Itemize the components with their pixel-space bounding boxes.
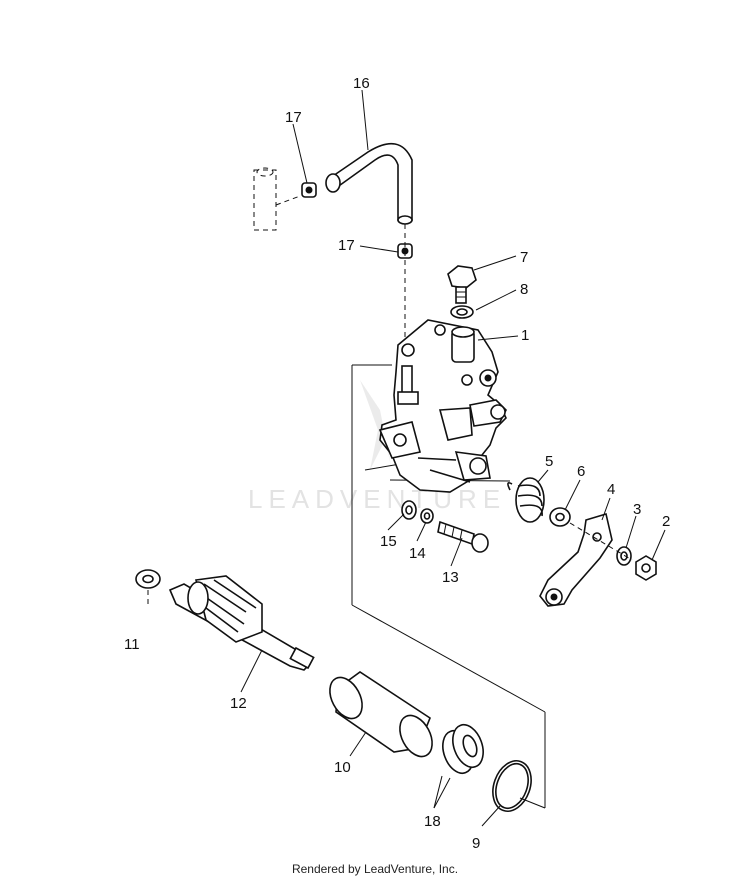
callout-8: 8 bbox=[520, 281, 528, 298]
screw-part-13 bbox=[437, 520, 489, 553]
callout-11: 11 bbox=[124, 636, 140, 653]
snap-ring-part-9 bbox=[492, 760, 532, 812]
callout-7: 7 bbox=[520, 249, 528, 266]
lever-part-4 bbox=[539, 512, 613, 607]
washer-part-14 bbox=[420, 508, 434, 524]
callout-18: 18 bbox=[424, 813, 441, 830]
watermark-logo bbox=[360, 380, 392, 470]
hose-part-16 bbox=[325, 142, 413, 225]
callout-14: 14 bbox=[409, 545, 426, 562]
leader-lines bbox=[240, 89, 666, 827]
callout-12: 12 bbox=[230, 695, 247, 712]
washer-part-6 bbox=[549, 507, 571, 527]
callout-10: 10 bbox=[334, 759, 351, 776]
ghost-fitting bbox=[253, 167, 301, 231]
callout-15: 15 bbox=[380, 533, 397, 550]
sleeve-part-10 bbox=[329, 671, 433, 758]
callout-9: 9 bbox=[472, 835, 480, 852]
callout-13: 13 bbox=[442, 569, 459, 586]
callout-3: 3 bbox=[633, 501, 641, 518]
callout-6: 6 bbox=[577, 463, 585, 480]
callout-16: 16 bbox=[353, 75, 370, 92]
callout-1: 1 bbox=[521, 327, 529, 344]
callout-17-upper: 17 bbox=[285, 109, 302, 126]
callout-5: 5 bbox=[545, 453, 553, 470]
washer-part-15 bbox=[401, 500, 417, 520]
callouts: 16 17 17 7 8 1 5 6 4 3 2 15 14 13 11 12 … bbox=[124, 75, 670, 852]
footer-credit: Rendered by LeadVenture, Inc. bbox=[291, 862, 459, 876]
seal-part-18 bbox=[442, 723, 484, 775]
hose-clamp-part-17-upper bbox=[301, 182, 317, 198]
lever-axis-line bbox=[569, 522, 633, 561]
watermark-text: LEADVENTURE bbox=[248, 484, 506, 514]
callout-2: 2 bbox=[662, 513, 670, 530]
oil-pump-body-part-1 bbox=[378, 319, 507, 493]
washer-part-8 bbox=[450, 305, 474, 319]
banjo-bolt-part-7 bbox=[447, 265, 477, 304]
nut-part-2 bbox=[635, 555, 657, 581]
callout-4: 4 bbox=[607, 481, 615, 498]
callout-17-lower: 17 bbox=[338, 237, 355, 254]
spring-part-5 bbox=[507, 477, 545, 523]
drive-shaft-part-12 bbox=[168, 575, 315, 671]
washer-part-11 bbox=[135, 569, 161, 589]
washer-part-3 bbox=[616, 546, 632, 566]
